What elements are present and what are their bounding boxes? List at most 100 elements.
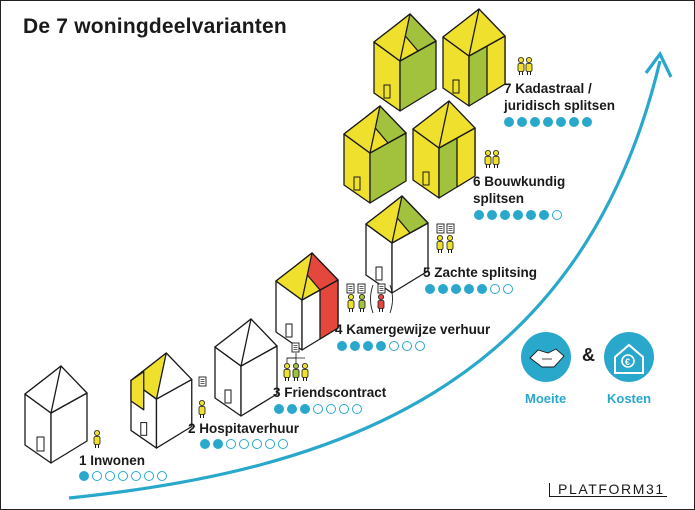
- legend-ampersand: &: [582, 345, 595, 365]
- effort-dot: [274, 404, 284, 414]
- arrow-head-icon: [644, 50, 673, 78]
- effort-dot: [415, 341, 425, 351]
- effort-dot: [552, 210, 562, 220]
- effort-dot: [352, 404, 362, 414]
- person-icon-4c: [377, 293, 385, 312]
- contract-icon-4a: [346, 283, 355, 294]
- person-body: [347, 300, 355, 309]
- contract-icon-3: [291, 342, 300, 353]
- houses-layer: [24, 8, 506, 464]
- house-door: [36, 436, 45, 452]
- house-gable: [442, 8, 480, 57]
- house-4: [275, 252, 339, 351]
- progress-curve-arrow: [68, 60, 662, 500]
- effort-dots-3: [274, 404, 362, 414]
- effort-dot: [226, 439, 236, 449]
- person-head: [292, 362, 299, 369]
- variant-label-2: 2 Hospitaverhuur: [188, 421, 300, 436]
- effort-dot: [131, 471, 141, 481]
- person-body: [484, 156, 492, 165]
- person-icon-1: [93, 429, 101, 448]
- person-body: [492, 156, 500, 165]
- effort-dot: [464, 284, 474, 294]
- effort-dot: [287, 404, 297, 414]
- effort-dot: [79, 471, 89, 481]
- effort-dot: [239, 439, 249, 449]
- contract-icon-5a: [436, 223, 445, 234]
- effort-dot: [582, 117, 592, 127]
- contract-icon-2: [198, 376, 207, 387]
- effort-dot: [278, 439, 288, 449]
- person-icon-4b: [358, 293, 366, 312]
- variant-label-4: 4 Kamergewijze verhuur: [335, 322, 491, 337]
- effort-dot: [526, 210, 536, 220]
- contract-icon-5b: [446, 223, 455, 234]
- house-3: [214, 318, 278, 417]
- effort-dots-5: [425, 284, 513, 294]
- bracket-icon: [389, 284, 393, 314]
- legend-icons: €: [521, 332, 654, 382]
- house-gable: [412, 100, 450, 149]
- house-door: [285, 323, 293, 338]
- person-head: [358, 293, 365, 300]
- effort-dot: [474, 210, 484, 220]
- person-body: [525, 63, 533, 72]
- euro-sign: €: [625, 357, 630, 367]
- effort-dot: [213, 439, 223, 449]
- handshake-hands: [529, 348, 565, 368]
- person-icon-7b: [525, 57, 533, 75]
- effort-dot: [539, 210, 549, 220]
- effort-dot: [490, 284, 500, 294]
- variant-label-7a: 7 Kadastraal /: [504, 81, 592, 96]
- person-head: [484, 149, 491, 156]
- effort-dot: [118, 471, 128, 481]
- person-icon-5b: [446, 234, 454, 253]
- effort-dot: [530, 117, 540, 127]
- person-icon-3b: [292, 362, 300, 381]
- effort-dots-2: [200, 439, 288, 449]
- effort-dot: [376, 341, 386, 351]
- effort-dot: [556, 117, 566, 127]
- house-gable: [275, 252, 313, 301]
- house-door: [422, 171, 430, 186]
- bracket-icon: [370, 284, 374, 314]
- effort-dot: [265, 439, 275, 449]
- effort-dots-4: [337, 341, 425, 351]
- person-head: [377, 293, 384, 300]
- effort-dot: [326, 404, 336, 414]
- effort-dot: [517, 117, 527, 127]
- variant-label-7b: juridisch splitsen: [504, 98, 616, 113]
- house-door: [140, 422, 148, 436]
- person-icon-3c: [301, 362, 309, 381]
- effort-dot: [200, 439, 210, 449]
- house-gable: [24, 365, 62, 414]
- effort-dot: [504, 117, 514, 127]
- person-head: [492, 149, 499, 156]
- house-door: [353, 176, 361, 191]
- effort-dot: [92, 471, 102, 481]
- effort-dot: [313, 404, 323, 414]
- variant-label-5: 5 Zachte splitsing: [423, 265, 538, 280]
- house-gable: [343, 105, 381, 154]
- house-gable: [365, 195, 403, 244]
- effort-dot: [105, 471, 115, 481]
- house-7b: [442, 8, 506, 107]
- effort-dot: [425, 284, 435, 294]
- effort-dot: [451, 284, 461, 294]
- person-icon-4a: [347, 293, 355, 312]
- effort-dot: [389, 341, 399, 351]
- person-icon-5a: [436, 234, 444, 253]
- effort-dots-1: [79, 471, 167, 481]
- variant-label-6a: 6 Bouwkundig: [473, 174, 566, 189]
- house-gable: [130, 352, 167, 400]
- effort-dot: [543, 117, 553, 127]
- house-door: [224, 389, 232, 404]
- person-head: [436, 234, 443, 241]
- person-head: [526, 57, 533, 64]
- effort-dot: [144, 471, 154, 481]
- variant-label-1: 1 Inwonen: [79, 453, 146, 468]
- house-gable: [214, 318, 252, 367]
- house-5: [365, 195, 429, 294]
- effort-dot: [503, 284, 513, 294]
